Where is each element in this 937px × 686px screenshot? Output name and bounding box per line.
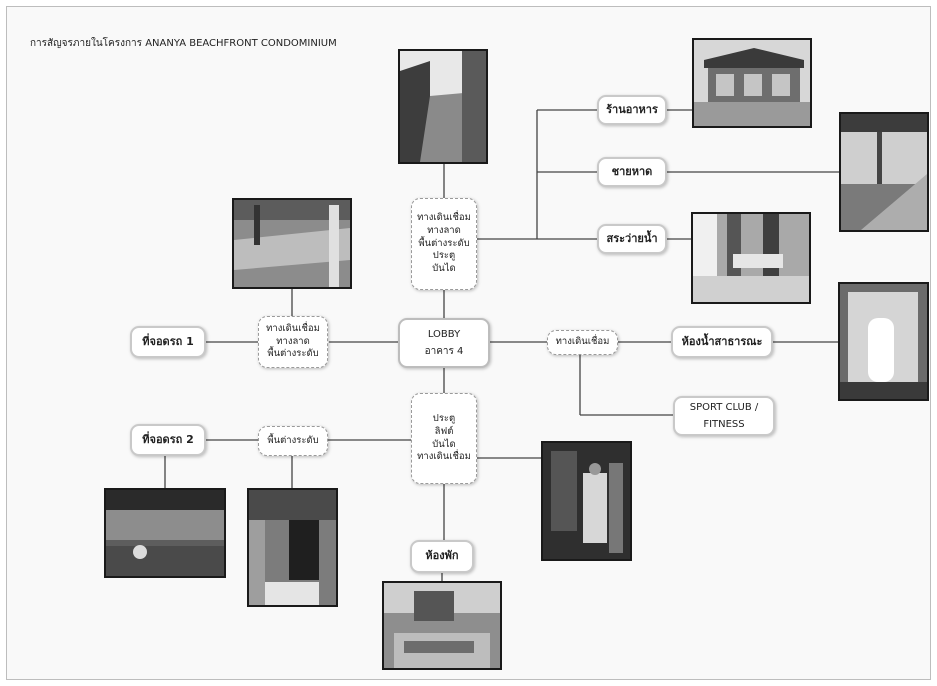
restaurant-label: ร้านอาหาร — [606, 102, 658, 116]
node-sport-club: SPORT CLUB / FITNESS — [673, 396, 775, 436]
left-connector-line-3: พื้นต่างระดับ — [267, 348, 319, 360]
photo-restaurant — [692, 38, 812, 128]
node-lower-left-connector: พื้นต่างระดับ — [258, 426, 328, 456]
bottom-connector-line-4: ทางเดินเชื่อม — [417, 451, 471, 463]
top-connector-line-5: บันได — [432, 263, 456, 275]
node-left-connector: ทางเดินเชื่อม ทางลาด พื้นต่างระดับ — [258, 316, 328, 368]
bottom-connector-line-3: บันได — [432, 438, 456, 450]
bottom-connector-line-2: ลิฟต์ — [434, 425, 454, 437]
node-pool: สระว่ายน้ำ — [597, 224, 667, 254]
node-restroom: ห้องน้ำสาธารณะ — [671, 326, 773, 358]
node-right-connector: ทางเดินเชื่อม — [547, 330, 618, 355]
node-bottom-connector: ประตู ลิฟต์ บันได ทางเดินเชื่อม — [411, 393, 477, 484]
top-connector-line-1: ทางเดินเชื่อม — [417, 211, 471, 223]
top-connector-line-4: ประตู — [432, 250, 456, 262]
lower-left-connector-label: พื้นต่างระดับ — [267, 434, 319, 446]
node-top-connector: ทางเดินเชื่อม ทางลาด พื้นต่างระดับ ประตู… — [411, 198, 477, 290]
node-beach: ชายหาด — [597, 157, 667, 187]
node-room: ห้องพัก — [410, 540, 474, 573]
photo-parking2 — [104, 488, 226, 578]
pool-label: สระว่ายน้ำ — [606, 231, 658, 245]
photo-lower-step — [247, 488, 338, 607]
node-parking2: ที่จอดรถ 2 — [130, 424, 206, 456]
sport-club-line-1: SPORT CLUB / — [689, 402, 759, 413]
photo-elevator — [541, 441, 632, 561]
lobby-building: อาคาร 4 — [424, 346, 464, 357]
left-connector-line-2: ทางลาด — [276, 335, 310, 347]
top-connector-line-3: พื้นต่างระดับ — [418, 237, 470, 249]
photo-pool — [691, 212, 811, 304]
photo-restroom — [838, 282, 929, 401]
parking1-label: ที่จอดรถ 1 — [142, 334, 194, 348]
bottom-connector-line-1: ประตู — [432, 412, 456, 424]
node-restaurant: ร้านอาหาร — [597, 95, 667, 125]
right-connector-label: ทางเดินเชื่อม — [555, 336, 610, 348]
node-parking1: ที่จอดรถ 1 — [130, 326, 206, 358]
diagram-title: การสัญจรภายในโครงการ ANANYA BEACHFRONT C… — [30, 38, 337, 49]
photo-beach — [839, 112, 929, 232]
room-label: ห้องพัก — [425, 549, 459, 563]
photo-walkway — [398, 49, 488, 164]
left-connector-line-1: ทางเดินเชื่อม — [266, 322, 320, 334]
sport-club-line-2: FITNESS — [703, 418, 745, 430]
top-connector-line-2: ทางลาด — [427, 224, 461, 236]
node-lobby: LOBBY อาคาร 4 — [398, 318, 490, 368]
restroom-label: ห้องน้ำสาธารณะ — [681, 334, 763, 348]
beach-label: ชายหาด — [611, 164, 653, 178]
photo-left-step — [232, 198, 352, 289]
photo-room — [382, 581, 502, 670]
lobby-label: LOBBY — [427, 328, 461, 340]
parking2-label: ที่จอดรถ 2 — [142, 432, 194, 446]
